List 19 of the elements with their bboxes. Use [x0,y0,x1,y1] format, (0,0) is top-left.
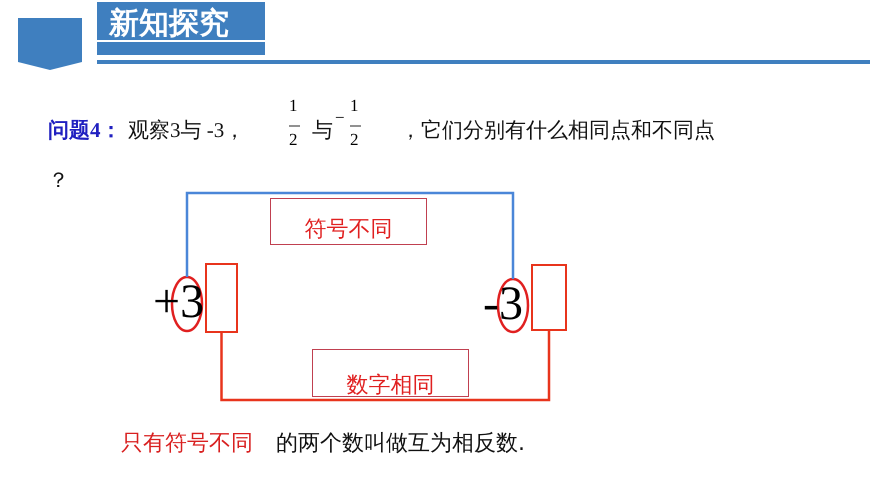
empty-box [205,263,238,333]
minus-sign: − [335,108,345,128]
question-number: 问题4： [48,117,122,144]
denominator: 2 [289,130,298,150]
connector-line [186,192,514,279]
text-box: 数字相同 [312,349,469,397]
question-mark: ？ [48,167,69,194]
empty-box [531,264,567,331]
question-text: ，它们分别有什么相同点和不同点 [400,117,715,144]
title-banner: 新知探究 [97,2,265,55]
numerator: 1 [289,96,298,116]
numerator: 1 [350,96,358,116]
question-text: 观察3与 -3， [128,117,246,144]
denominator: 2 [350,130,358,150]
statement-text: 只有符号不同 [121,430,253,458]
question-text: 与 [312,117,333,144]
text-box: 符号不同 [270,198,427,245]
statement-text: 的两个数叫做互为相反数. [276,430,525,458]
connector-line [220,331,550,402]
